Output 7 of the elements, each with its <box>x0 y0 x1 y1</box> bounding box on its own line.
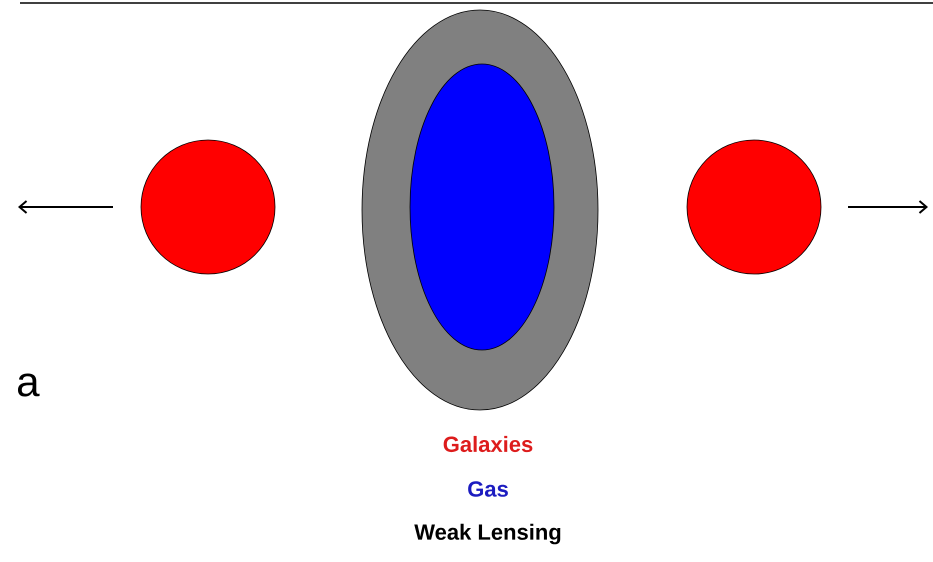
galaxy-circle <box>686 140 822 274</box>
gas-ellipse <box>410 64 554 350</box>
legend-entry: Galaxies <box>444 436 532 452</box>
panel-letter: a <box>18 374 40 396</box>
legend-entry: Weak Lensing <box>414 524 560 544</box>
legend-entry: Gas <box>468 481 508 497</box>
galaxy-circle <box>140 140 276 274</box>
